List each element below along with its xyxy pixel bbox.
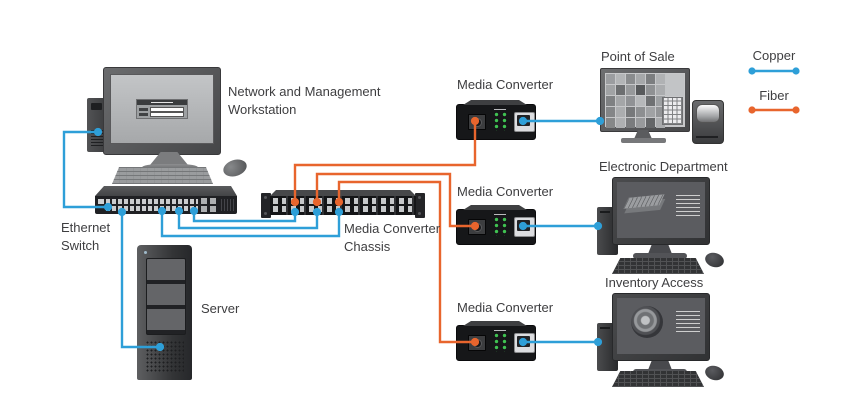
media-converter-2: [456, 209, 536, 245]
electronic-department-label: Electronic Department: [599, 159, 728, 174]
media-converter-chassis: [270, 196, 416, 215]
product-text-block: [676, 192, 700, 216]
electronic-monitor-base: [633, 253, 687, 259]
workstation-screen: [110, 74, 214, 144]
media-converter-1: [456, 104, 536, 140]
ethernet-switch-top: [95, 186, 237, 196]
ethernet-switch: [95, 196, 237, 214]
electronic-monitor-stand: [648, 243, 672, 254]
status-leds: [494, 109, 509, 131]
workstation-monitor-stand: [150, 152, 188, 165]
workstation-monitor: [103, 67, 221, 155]
login-dialog-titlebar: [137, 100, 187, 105]
login-username-field: [139, 107, 184, 112]
status-leds: [494, 214, 509, 236]
ethernet-switch-label: Ethernet Switch: [61, 220, 111, 253]
media-converter-2-label: Media Converter: [457, 184, 554, 199]
rj45-port: [514, 217, 535, 237]
rj45-port: [514, 112, 535, 132]
fiber-port: [468, 219, 486, 235]
chassis-mount-ear-right: [415, 193, 425, 218]
server-drive-bays: [146, 258, 186, 335]
media-converter-3: [456, 325, 536, 361]
electronic-department-screen: [617, 182, 705, 238]
pos-monitor-stand: [634, 130, 652, 139]
fiber-port: [468, 335, 486, 351]
workstation-keyboard: [112, 167, 213, 184]
workstation-label: Network and Management Workstation: [228, 84, 381, 117]
inventory-access-screen: [617, 298, 705, 354]
server-label: Server: [201, 301, 240, 316]
inventory-keyboard: [612, 371, 704, 387]
switch-uplink-ports: [201, 196, 218, 214]
chassis-label: Media Converter Chassis: [344, 221, 441, 254]
product-image-keyboards: [623, 194, 665, 209]
point-of-sale-label: Point of Sale: [601, 49, 675, 64]
login-password-field: [139, 112, 184, 117]
pos-terminal: [600, 68, 690, 132]
electronic-keyboard: [612, 258, 704, 274]
pos-screen: [605, 73, 685, 128]
switch-port-rows: [106, 196, 198, 214]
legend-fiber-label: Fiber: [759, 88, 789, 103]
workstation-mouse: [221, 156, 249, 180]
inventory-access-label: Inventory Access: [605, 275, 704, 290]
fiber-port: [468, 114, 486, 130]
inventory-monitor-stand: [648, 359, 672, 370]
electronic-mouse: [703, 250, 726, 270]
media-converter-1-label: Media Converter: [457, 77, 554, 92]
rj45-port: [514, 333, 535, 353]
legend-copper-label: Copper: [752, 48, 796, 63]
pos-side-panel: [665, 74, 684, 96]
inventory-access-monitor: [612, 293, 710, 361]
product-text-block: [676, 308, 700, 332]
pos-keypad: [662, 97, 683, 125]
pos-grid: [606, 74, 665, 128]
server-tower: [137, 245, 192, 380]
switch-vents: [221, 199, 234, 211]
server-vents: [146, 341, 184, 373]
pos-monitor-base: [621, 138, 666, 143]
receipt-printer: [692, 100, 724, 144]
electronic-department-monitor: [612, 177, 710, 245]
media-converter-3-label: Media Converter: [457, 300, 554, 315]
status-leds: [494, 330, 509, 352]
inventory-mouse: [703, 363, 726, 383]
product-image-hub: [631, 306, 663, 338]
login-dialog: [136, 99, 188, 119]
